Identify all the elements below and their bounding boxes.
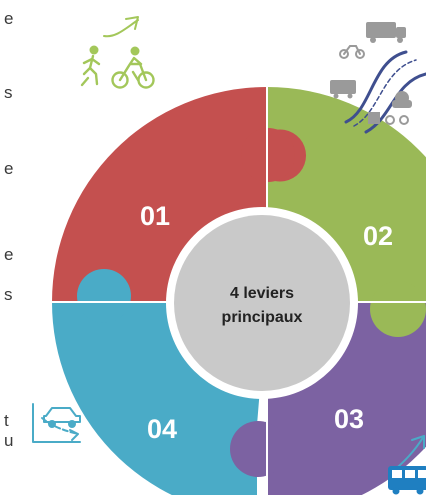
segment-number-04: 04: [147, 414, 177, 444]
bus-icon: [388, 435, 426, 495]
knob-03-into-04: [230, 421, 286, 477]
center-disc: [174, 215, 350, 391]
center-label-line2: principaux: [222, 309, 303, 326]
segment-number-03: 03: [334, 404, 364, 434]
cropped-text-fragment: t: [4, 411, 9, 430]
cropped-text-fragment: e: [4, 245, 14, 264]
cropped-text-fragment: s: [4, 285, 13, 304]
car-decline-icon: [32, 403, 81, 443]
knob-02-into-03: [370, 281, 426, 337]
center-label-line1: 4 leviers: [230, 285, 294, 302]
cropped-text-fragment: s: [4, 83, 13, 102]
walk-bike-icon: [80, 16, 155, 89]
knob-04-into-01: [77, 269, 131, 323]
cropped-text-fragment: e: [4, 159, 14, 178]
segment-number-01: 01: [140, 201, 170, 231]
cropped-text-fragment: e: [4, 9, 14, 28]
segment-number-02: 02: [363, 221, 393, 251]
cropped-text-fragment: u: [4, 431, 14, 450]
road-traffic-icon: [330, 22, 426, 134]
